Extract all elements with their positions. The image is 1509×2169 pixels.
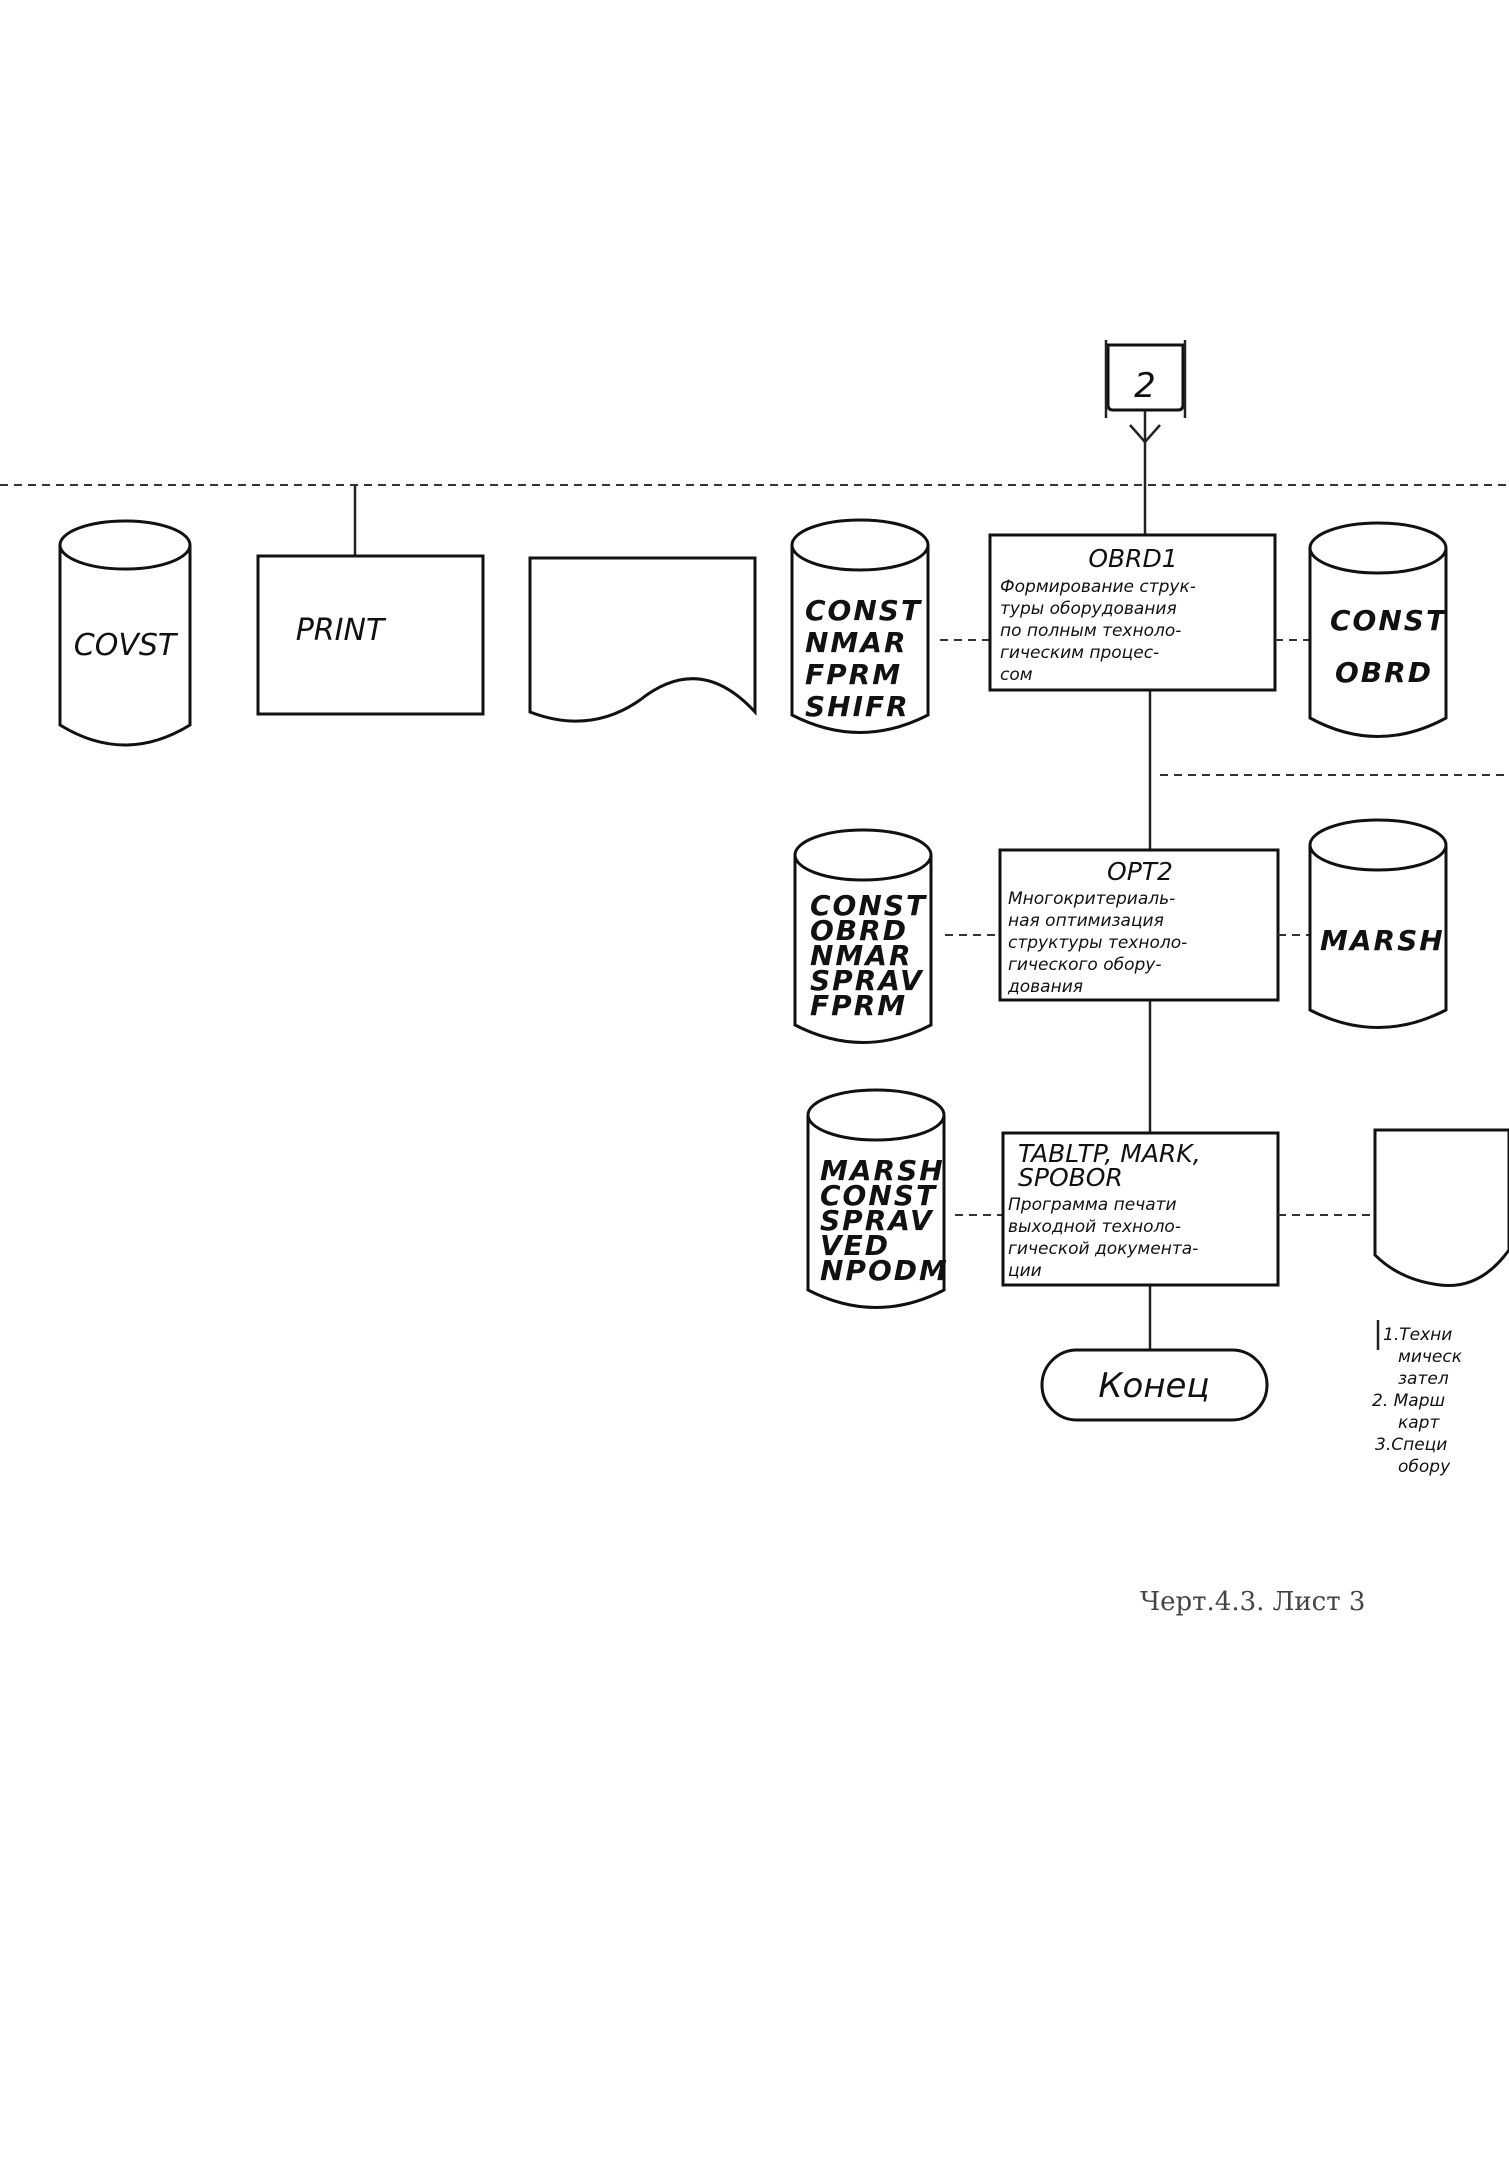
cylinder-line: OBRD [810,914,908,947]
cylinder-line: NPODM [820,1254,949,1287]
cylinder-line: MARSH [820,1154,945,1187]
terminator-end: Конец [1040,1348,1269,1422]
process-desc-line: структуры техноло- [1008,933,1187,953]
row-obrd1: CONST NMAR FPRM SHIFR OBRD1 Формирование… [790,518,1448,738]
row-opt2: CONST OBRD NMAR SPRAV FPRM OPT2 Многокри… [793,818,1448,1044]
process-desc-line: выходной техноло- [1008,1217,1181,1237]
process-box-tabltp: TABLTP, MARK, SPOBOR Программа печати вы… [1001,1131,1280,1287]
cylinder-label: COVST [74,628,179,663]
database-cylinder-covst: COVST [58,519,192,747]
notes-line: карт [1398,1413,1440,1433]
cylinder-line: NMAR [805,626,908,659]
input-cylinder-row1: CONST NMAR FPRM SHIFR [790,518,930,734]
connector-label: 2 [1134,366,1156,406]
cylinder-line: OBRD [1335,656,1433,689]
process-desc-line: Формирование струк- [1000,577,1196,597]
cylinder-line: MARSH [1320,924,1445,957]
notes-line: мическ [1398,1347,1463,1367]
cylinder-line: CONST [810,889,927,922]
output-document-notes: 1.Техни мическ зател 2. Марш карт 3.Спец… [1372,1320,1463,1477]
process-title-line2: SPOBOR [1018,1163,1123,1192]
terminator-label: Конец [1098,1366,1209,1406]
notes-line: 1.Техни [1383,1325,1452,1345]
process-desc-line: Многокритериаль- [1008,889,1175,909]
process-desc-line: сом [1000,665,1033,685]
row-tabltp: MARSH CONST SPRAV VED NPODM TABLTP, MARK… [806,1088,1509,1477]
output-cylinder-row2: MARSH [1308,818,1448,1029]
cylinder-line: CONST [805,594,922,627]
cylinder-line: SPRAV [820,1204,934,1237]
notes-line: зател [1398,1369,1449,1389]
cylinder-line: CONST [1330,604,1447,637]
cylinder-line: SHIFR [805,690,910,723]
process-desc-line: по полным техноло- [1000,621,1181,641]
process-box-obrd1: OBRD1 Формирование струк- туры оборудова… [988,533,1277,692]
process-desc-line: гического обору- [1008,955,1162,975]
cylinder-line: VED [820,1229,890,1262]
input-cylinder-row2: CONST OBRD NMAR SPRAV FPRM [793,828,933,1044]
process-desc-line: дования [1007,977,1083,997]
process-desc-line: ная оптимизация [1008,911,1164,931]
off-page-connector: 2 [1104,340,1187,418]
notes-line: 3.Специ [1375,1435,1447,1455]
process-title: TABLTP, MARK, [1018,1139,1201,1168]
print-box: PRINT [256,554,485,716]
process-title: OBRD1 [1088,544,1177,573]
print-box-label: PRINT [296,613,387,648]
process-box-opt2: OPT2 Многокритериаль- ная оптимизация ст… [998,848,1280,1002]
process-desc-line: гической документа- [1008,1239,1198,1259]
cylinder-line: FPRM [810,989,907,1022]
notes-line: 2. Марш [1372,1391,1445,1411]
process-desc-line: гическим процес- [1000,643,1159,663]
output-document-row3 [1373,1128,1509,1288]
cylinder-line: SPRAV [810,964,924,997]
process-title: OPT2 [1107,857,1173,886]
sheet-caption: Черт.4.3. Лист 3 [1140,1587,1365,1617]
input-cylinder-row3: MARSH CONST SPRAV VED NPODM [806,1088,949,1309]
process-desc-line: туры оборудования [1000,599,1177,619]
process-desc-line: ции [1008,1261,1042,1281]
notes-line: обору [1398,1457,1451,1477]
process-desc-line: Программа печати [1008,1195,1177,1215]
document-blank [528,556,757,723]
cylinder-line: NMAR [810,939,913,972]
cylinder-line: FPRM [805,658,902,691]
cylinder-line: CONST [820,1179,937,1212]
output-cylinder-row1: CONST OBRD [1308,521,1448,738]
